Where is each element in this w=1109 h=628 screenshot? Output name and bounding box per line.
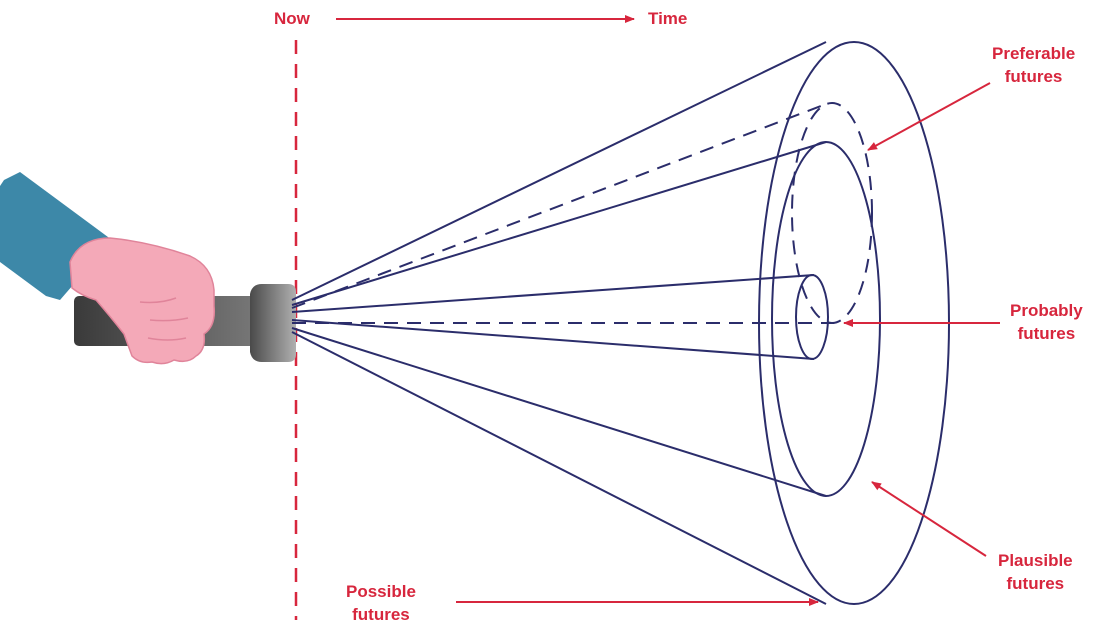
- time-label: Time: [648, 7, 687, 30]
- preferable-line1: Preferable: [992, 42, 1075, 65]
- probable-futures-cone: [292, 275, 828, 359]
- plausible-futures-label: Plausible futures: [998, 549, 1073, 595]
- probably-line2: futures: [1010, 322, 1083, 345]
- probably-futures-label: Probably futures: [1010, 299, 1083, 345]
- probably-line1: Probably: [1010, 299, 1083, 322]
- possible-line1: Possible: [346, 580, 416, 603]
- plausible-line2: futures: [998, 572, 1073, 595]
- preferable-arrow: [868, 83, 990, 150]
- now-label: Now: [274, 7, 310, 30]
- preferable-futures-label: Preferable futures: [992, 42, 1075, 88]
- possible-futures-label: Possible futures: [346, 580, 416, 626]
- possible-line2: futures: [346, 603, 416, 626]
- preferable-futures-cone: [292, 103, 872, 323]
- annotation-arrows: [456, 83, 1000, 602]
- plausible-line1: Plausible: [998, 549, 1073, 572]
- preferable-line2: futures: [992, 65, 1075, 88]
- hand-holding-flashlight-icon: [0, 172, 296, 364]
